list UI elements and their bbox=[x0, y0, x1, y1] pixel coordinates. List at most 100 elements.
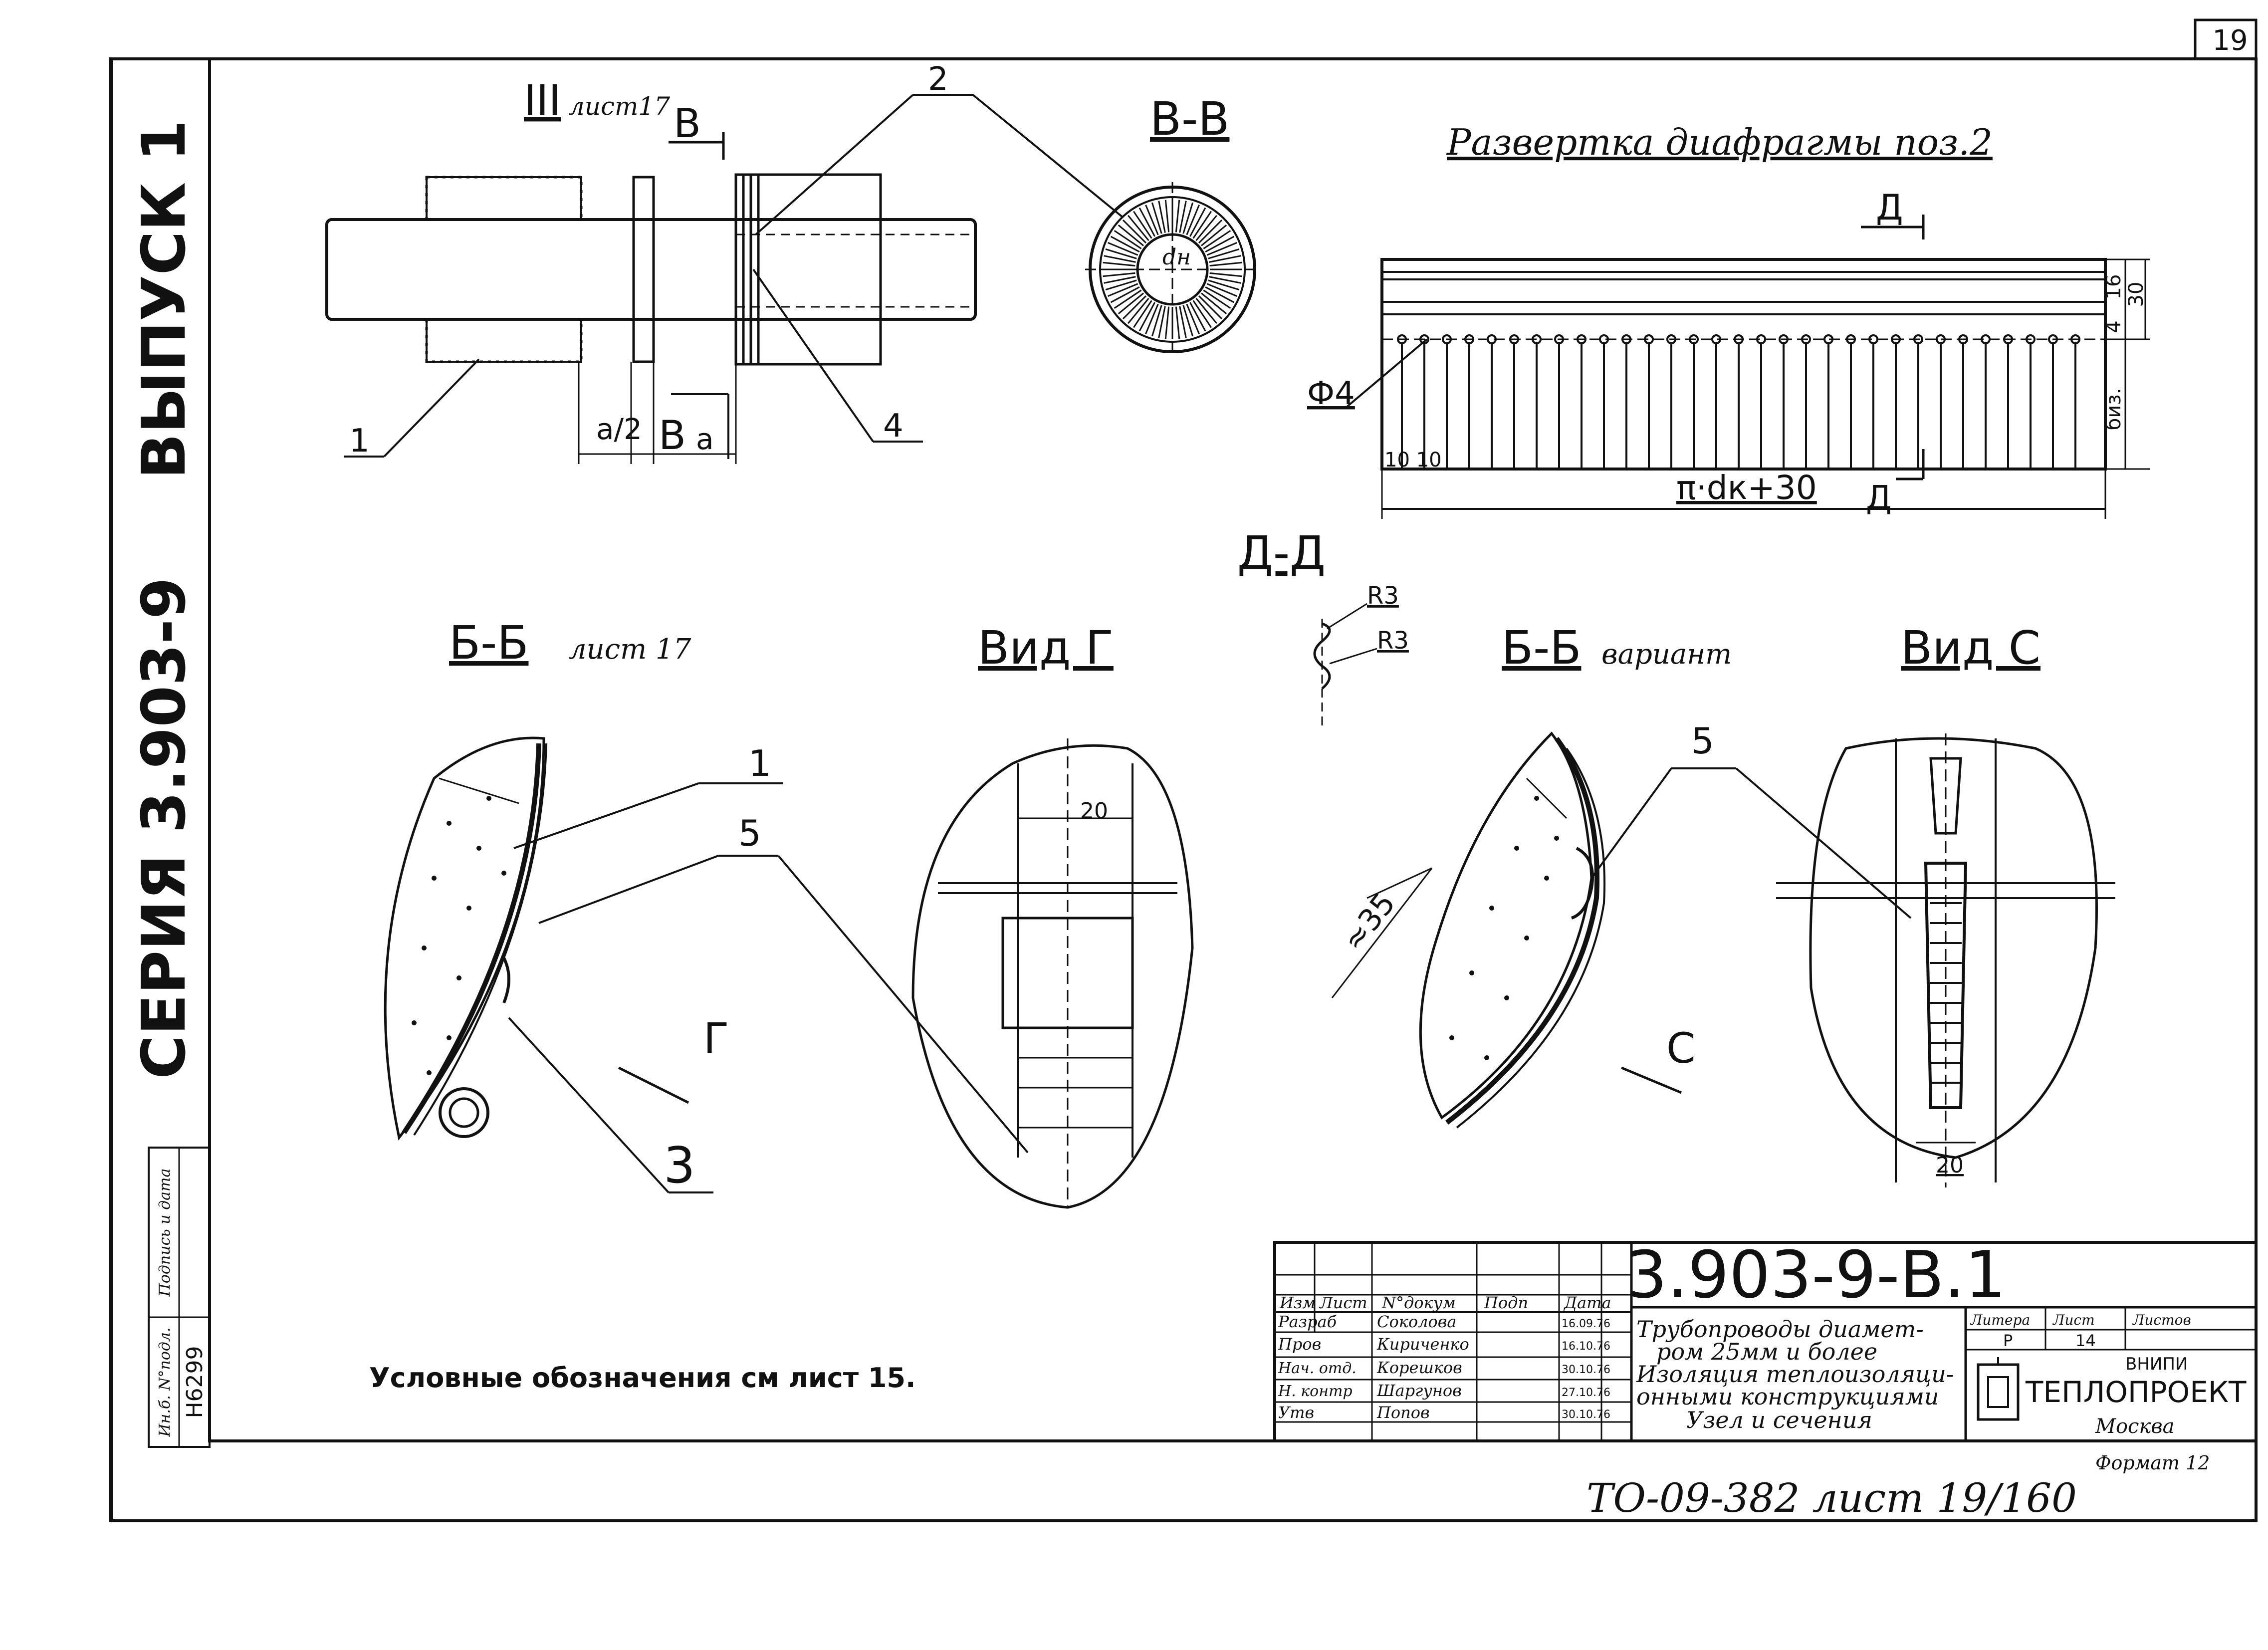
diaphragm-ray bbox=[1164, 200, 1170, 233]
section-vv-title: В-В bbox=[1150, 92, 1229, 146]
diaphragm-ray bbox=[1208, 248, 1240, 259]
svg-text:ВЫПУСК 1: ВЫПУСК 1 bbox=[130, 120, 199, 479]
section-bb-variant-ref: вариант bbox=[1601, 638, 1732, 671]
variant-dim: ≈35 bbox=[1336, 886, 1402, 957]
insulation-dot bbox=[1534, 796, 1539, 801]
insulation-block-bottom bbox=[425, 318, 583, 363]
diaphragm-ray bbox=[1186, 205, 1200, 236]
row-name-1: Кириченко bbox=[1376, 1335, 1469, 1354]
diaphragm-ray bbox=[1205, 286, 1235, 303]
view-g-dim: 20 bbox=[1080, 798, 1108, 824]
dim-a: а bbox=[696, 422, 714, 456]
diaphragm-ray bbox=[1110, 236, 1140, 252]
diaphragm-ray bbox=[1103, 272, 1135, 277]
flange-plate bbox=[632, 176, 655, 363]
header-date: Дата bbox=[1563, 1293, 1611, 1312]
right-dim-30: 30 bbox=[2125, 282, 2148, 307]
row-role-4: Утв bbox=[1278, 1403, 1314, 1422]
org-city: Москва bbox=[2095, 1415, 2174, 1438]
side-label-issue: ВЫПУСК 1 bbox=[130, 120, 199, 479]
description-line-5: Узел и сечения bbox=[1686, 1407, 1872, 1433]
radius-label-1: R3 bbox=[1367, 582, 1399, 610]
insulation-dot bbox=[1504, 995, 1509, 1000]
diaphragm-ray bbox=[1182, 305, 1194, 337]
row-date-4: 30.10.76 bbox=[1562, 1409, 1610, 1421]
diaphragm-ray bbox=[1192, 211, 1212, 239]
view-g-title: Вид Г bbox=[978, 621, 1114, 675]
diaphragm-ray bbox=[1198, 219, 1223, 244]
svg-text:Н6299: Н6299 bbox=[182, 1346, 208, 1418]
section-bb-ref: лист 17 bbox=[569, 633, 691, 666]
diaphragm-ray bbox=[1151, 202, 1162, 234]
insulation-dot bbox=[432, 876, 437, 881]
arrow-c-label: С bbox=[1666, 1024, 1696, 1073]
insulation-dot bbox=[486, 796, 491, 801]
org-logo-icon bbox=[1977, 1357, 2020, 1421]
org-top: ВНИПИ bbox=[2125, 1354, 2188, 1374]
length-formula: π·dк+30 bbox=[1676, 469, 1817, 507]
row-role-1: Пров bbox=[1278, 1335, 1321, 1354]
view-c-dim: 20 bbox=[1936, 1153, 1964, 1178]
diaphragm-ray bbox=[1110, 286, 1140, 303]
diaphragm-ray bbox=[1114, 230, 1142, 249]
row-name-0: Соколова bbox=[1377, 1312, 1456, 1331]
corner-number: 19 bbox=[2212, 24, 2248, 57]
row-name-4: Попов bbox=[1376, 1403, 1430, 1422]
diaphragm-ray bbox=[1208, 279, 1240, 291]
diaphragm-ray bbox=[1164, 306, 1170, 339]
insulation-dot bbox=[456, 975, 461, 980]
callout-3: 3 bbox=[664, 1136, 695, 1194]
section-vv-view: В-В dн bbox=[1085, 92, 1260, 357]
section-dd-title: Д-Д bbox=[1237, 526, 1326, 580]
diaphragm-ray bbox=[1104, 255, 1136, 263]
diaphragm-ray bbox=[1175, 306, 1180, 339]
diaphragm-ray bbox=[1104, 276, 1136, 284]
org-name: ТЕПЛОПРОЕКТ bbox=[2025, 1375, 2247, 1409]
radius-label-2: R3 bbox=[1377, 627, 1409, 655]
callout-2: 2 bbox=[928, 61, 948, 98]
header-list: Лист bbox=[1319, 1293, 1367, 1312]
diaphragm-ray bbox=[1145, 205, 1159, 236]
diaphragm-ray bbox=[1128, 298, 1149, 324]
diaphragm-ray bbox=[1133, 211, 1152, 239]
stage-value-list: 14 bbox=[2075, 1331, 2096, 1350]
section-bb-variant-view: Б-Б вариант ≈35 5 С bbox=[1331, 621, 1912, 1129]
diaphragm-title: Развертка диафрагмы поз.2 bbox=[1446, 121, 1993, 163]
insulation-dot bbox=[422, 945, 427, 950]
diaphragm-ray bbox=[1195, 298, 1217, 324]
diaphragm-ray bbox=[1118, 292, 1144, 314]
row-date-2: 30.10.76 bbox=[1562, 1364, 1610, 1376]
section-bb-view: Б-Б лист 17 1 5 3 Г bbox=[384, 616, 1029, 1194]
diaphragm-ray bbox=[1179, 306, 1187, 338]
bottom-note: ТО-09-382 лист 19/160 bbox=[1587, 1475, 2077, 1521]
view-c-title: Вид С bbox=[1901, 621, 2041, 675]
right-dim-biz: биз. bbox=[2102, 388, 2125, 431]
description-line-1: Трубопроводы диамет- bbox=[1636, 1316, 1924, 1343]
insulation-dot bbox=[1554, 836, 1559, 841]
diaphragm-development: Развертка диафрагмы поз.2 Д Ф4 10 10 π·d… bbox=[1307, 121, 2150, 519]
insulation-dot bbox=[1544, 876, 1549, 881]
row-date-0: 16.09.76 bbox=[1562, 1318, 1610, 1330]
diaphragm-ray bbox=[1128, 215, 1149, 241]
diaphragm-ray bbox=[1108, 283, 1138, 297]
diaphragm-ring bbox=[734, 173, 882, 366]
header-izm: Изм bbox=[1279, 1293, 1316, 1312]
diaphragm-ray bbox=[1182, 202, 1194, 234]
svg-text:Ин.б. N°подл.: Ин.б. N°подл. bbox=[156, 1327, 174, 1437]
row-date-1: 16.10.76 bbox=[1562, 1340, 1610, 1353]
insulation-dot bbox=[476, 846, 481, 851]
diaphragm-ray bbox=[1189, 207, 1206, 237]
format-note: Формат 12 bbox=[2095, 1452, 2210, 1474]
insulation-dot bbox=[501, 871, 506, 876]
diameter-label: dн bbox=[1162, 244, 1191, 270]
insulation-dot bbox=[1489, 906, 1494, 911]
view-g: Вид Г 20 bbox=[911, 621, 1194, 1209]
insulation-dot bbox=[427, 1070, 432, 1075]
insulation-dot bbox=[1484, 1055, 1489, 1060]
diaphragm-ray bbox=[1105, 279, 1137, 291]
stage-header-litera: Литера bbox=[1970, 1312, 2030, 1328]
row-name-2: Корешков bbox=[1376, 1358, 1462, 1377]
diaphragm-strip bbox=[1380, 258, 2107, 471]
stage-header-listov: Листов bbox=[2132, 1312, 2191, 1328]
